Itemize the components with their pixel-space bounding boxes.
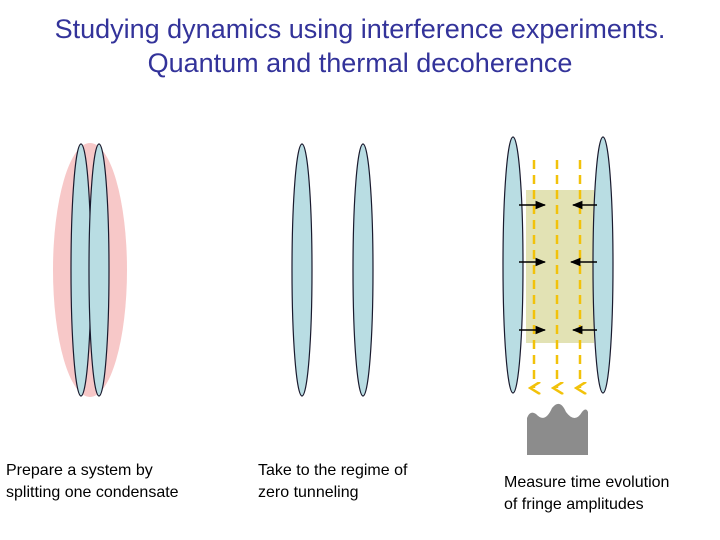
- overlap-region: [526, 190, 594, 343]
- caption-prepare-system: Prepare a system by splitting one conden…: [6, 460, 179, 504]
- right-condensate: [88, 143, 110, 397]
- title-line-1: Studying dynamics using interference exp…: [54, 14, 666, 44]
- caption-measure-fringes: Measure time evolution of fringe amplitu…: [504, 472, 669, 516]
- panel-2-zero-tunneling: [291, 143, 374, 397]
- expansion-arrows: [519, 200, 597, 335]
- panel-1-split-condensate: [53, 143, 127, 397]
- expansion-dashed-arrows: [534, 160, 580, 388]
- left-condensate: [70, 143, 92, 397]
- title-line-2: Quantum and thermal decoherence: [147, 48, 573, 78]
- caption-line-1: Measure time evolution: [504, 474, 670, 491]
- left-condensate: [291, 143, 313, 397]
- panel-3-fringe-measurement: [502, 136, 614, 455]
- caption-line-2: splitting one condensate: [6, 484, 179, 501]
- right-condensate: [352, 143, 374, 397]
- caption-line-1: Take to the regime of: [258, 462, 408, 479]
- caption-line-2: zero tunneling: [258, 484, 359, 501]
- left-condensate: [502, 136, 524, 394]
- caption-zero-tunneling: Take to the regime of zero tunneling: [258, 460, 407, 504]
- fringe-pattern-detector: [527, 403, 588, 455]
- slide-title: Studying dynamics using interference exp…: [0, 12, 720, 80]
- caption-line-1: Prepare a system by: [6, 462, 153, 479]
- right-condensate: [592, 136, 614, 394]
- caption-line-2: of fringe amplitudes: [504, 496, 644, 513]
